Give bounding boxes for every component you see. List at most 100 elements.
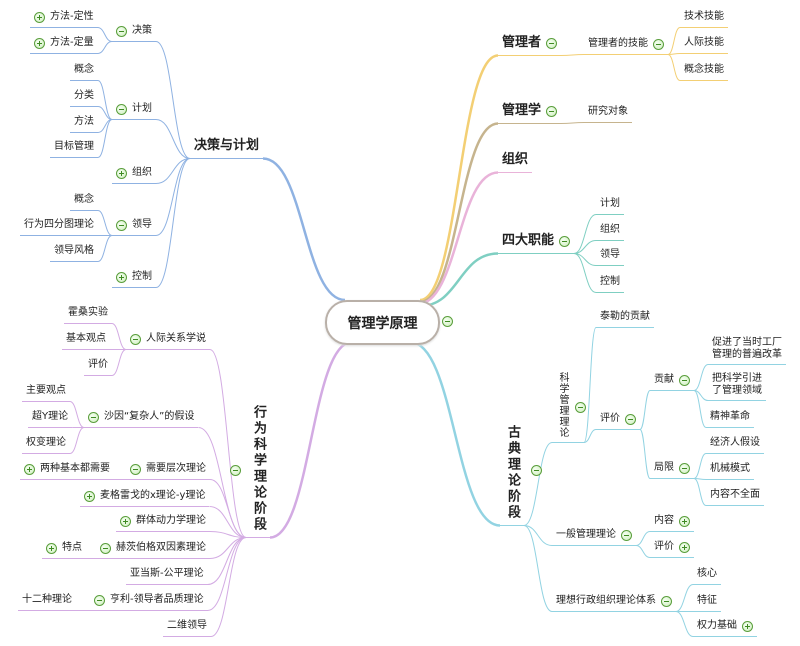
node-adams[interactable]: 亚当斯-公平理论: [126, 567, 208, 585]
node-planning-item[interactable]: 概念: [70, 63, 98, 81]
node-henry[interactable]: 亨利-领导者品质理论: [90, 593, 208, 611]
node-decision-item[interactable]: 方法-定量: [30, 36, 98, 54]
node-function[interactable]: 领导: [596, 248, 624, 266]
collapse-icon[interactable]: [679, 374, 690, 386]
node-limitation-item[interactable]: 内容不全面: [706, 488, 764, 506]
collapse-icon[interactable]: [94, 594, 105, 606]
node-scientific-management[interactable]: 科学管理理论: [552, 372, 584, 443]
expand-icon[interactable]: [84, 490, 95, 502]
collapse-icon[interactable]: [661, 595, 672, 607]
node-planning-item[interactable]: 方法: [70, 115, 98, 133]
node-human-relations-item[interactable]: 基本观点: [62, 332, 110, 350]
collapse-icon[interactable]: [442, 316, 453, 327]
node-decision[interactable]: 决策: [112, 24, 156, 42]
branch-organization[interactable]: 组织: [498, 152, 533, 173]
node-planning-item[interactable]: 目标管理: [50, 140, 98, 158]
collapse-icon[interactable]: [100, 542, 111, 554]
node-skill[interactable]: 人际技能: [680, 36, 728, 54]
node-mcgregor[interactable]: 麦格雷戈的x理论-y理论: [80, 489, 210, 507]
collapse-icon[interactable]: [679, 462, 690, 474]
node-contribution-item[interactable]: 促进了当时工厂 管理的普遍改革: [708, 337, 786, 365]
node-limitation-item[interactable]: 经济人假设: [706, 436, 764, 454]
branch-four-functions[interactable]: 四大职能: [498, 233, 575, 254]
collapse-icon[interactable]: [88, 411, 99, 423]
node-herzberg-item[interactable]: 特点: [42, 541, 86, 559]
node-limitation-item[interactable]: 机械模式: [706, 462, 754, 480]
node-two-dimensional-leadership[interactable]: 二维领导: [163, 619, 211, 637]
node-human-relations[interactable]: 人际关系学说: [126, 332, 210, 350]
node-research-object[interactable]: 研究对象: [584, 105, 632, 123]
node-leading-item[interactable]: 领导风格: [50, 244, 98, 262]
node-general-item[interactable]: 评价: [650, 540, 694, 558]
expand-icon[interactable]: [679, 541, 690, 553]
collapse-icon[interactable]: [625, 413, 636, 425]
node-bureaucracy-item[interactable]: 权力基础: [693, 619, 757, 637]
node-label: 内容: [654, 515, 674, 526]
expand-icon[interactable]: [34, 37, 45, 49]
node-bureaucracy-item[interactable]: 特征: [693, 594, 721, 612]
node-skill[interactable]: 技术技能: [680, 10, 728, 28]
node-manager-skills[interactable]: 管理者的技能: [584, 37, 668, 55]
node-herzberg[interactable]: 赫茨伯格双因素理论: [96, 541, 210, 559]
node-decision-item[interactable]: 方法-定性: [30, 10, 98, 28]
node-contribution-item[interactable]: 把科学引进 了管理领域: [708, 373, 766, 401]
collapse-icon[interactable]: [621, 529, 632, 541]
expand-icon[interactable]: [116, 271, 127, 283]
node-human-relations-item[interactable]: 霍桑实验: [64, 306, 112, 324]
branch-decision-planning[interactable]: 决策与计划: [190, 138, 264, 159]
node-bureaucracy-item[interactable]: 核心: [693, 567, 721, 585]
node-controlling[interactable]: 控制: [112, 270, 156, 288]
node-henry-item[interactable]: 十二种理论: [18, 593, 76, 611]
node-function[interactable]: 控制: [596, 275, 624, 293]
node-leading-item[interactable]: 行为四分图理论: [20, 218, 98, 236]
node-skill[interactable]: 概念技能: [680, 63, 728, 81]
collapse-icon[interactable]: [531, 465, 542, 476]
collapse-icon[interactable]: [130, 333, 141, 345]
expand-icon[interactable]: [679, 515, 690, 527]
node-leading-item[interactable]: 概念: [70, 193, 98, 211]
node-taylor-contribution[interactable]: 泰勒的贡献: [596, 310, 654, 328]
node-schein-item[interactable]: 权变理论: [22, 436, 70, 454]
expand-icon[interactable]: [24, 463, 35, 475]
node-planning[interactable]: 计划: [112, 102, 156, 120]
collapse-icon[interactable]: [230, 465, 241, 476]
root-node[interactable]: 管理学原理: [325, 300, 440, 345]
node-general-item[interactable]: 内容: [650, 514, 694, 532]
node-human-relations-item[interactable]: 评价: [84, 358, 112, 376]
node-planning-item[interactable]: 分类: [70, 89, 98, 107]
node-function[interactable]: 组织: [596, 223, 624, 241]
expand-icon[interactable]: [46, 542, 57, 554]
collapse-icon[interactable]: [653, 38, 664, 50]
node-general-management[interactable]: 一般管理理论: [552, 528, 636, 546]
branch-manager[interactable]: 管理者: [498, 35, 562, 56]
collapse-icon[interactable]: [116, 25, 127, 37]
node-maslow-item[interactable]: 两种基本都需要: [20, 462, 114, 480]
node-schein[interactable]: 沙因“复杂人”的假设: [84, 410, 199, 428]
node-evaluation[interactable]: 评价: [596, 412, 640, 430]
collapse-icon[interactable]: [546, 105, 558, 117]
node-schein-item[interactable]: 超Y理论: [28, 410, 73, 428]
node-contribution-item[interactable]: 精神革命: [706, 410, 754, 428]
expand-icon[interactable]: [116, 167, 127, 179]
node-contribution[interactable]: 贡献: [650, 373, 694, 391]
collapse-icon[interactable]: [130, 463, 141, 475]
collapse-icon[interactable]: [116, 103, 127, 115]
expand-icon[interactable]: [742, 620, 753, 632]
collapse-icon[interactable]: [116, 219, 127, 231]
collapse-icon[interactable]: [559, 235, 571, 247]
node-organizing[interactable]: 组织: [112, 166, 156, 184]
expand-icon[interactable]: [34, 11, 45, 23]
collapse-icon[interactable]: [546, 37, 558, 49]
branch-behavioral-theory[interactable]: 行为科学理论阶段: [246, 405, 270, 538]
node-bureaucracy[interactable]: 理想行政组织理论体系: [552, 594, 676, 612]
node-function[interactable]: 计划: [596, 197, 624, 215]
node-group-dynamics[interactable]: 群体动力学理论: [116, 514, 210, 532]
node-limitation[interactable]: 局限: [650, 461, 694, 479]
node-maslow[interactable]: 需要层次理论: [126, 462, 210, 480]
node-leading[interactable]: 领导: [112, 218, 156, 236]
expand-icon[interactable]: [120, 515, 131, 527]
collapse-icon[interactable]: [575, 402, 586, 413]
branch-management-science[interactable]: 管理学: [498, 103, 562, 124]
node-schein-item[interactable]: 主要观点: [22, 384, 70, 402]
branch-classical-theory[interactable]: 古典理论阶段: [500, 425, 524, 526]
